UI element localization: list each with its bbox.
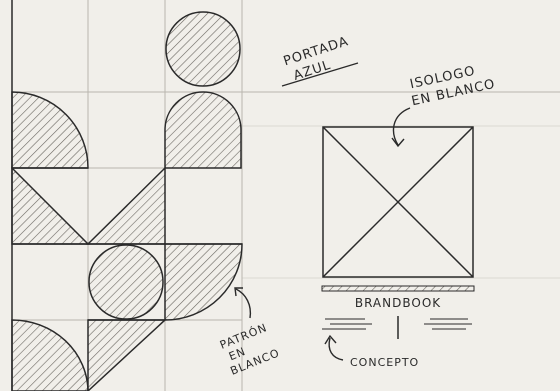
pattern-arch (165, 92, 241, 168)
brand-bar (322, 286, 474, 291)
concept-label: CONCEPTO (350, 356, 419, 369)
brandbook-title: BRANDBOOK (355, 296, 441, 310)
pattern-circle-middle (89, 245, 163, 319)
pattern-circle-top (166, 12, 240, 86)
